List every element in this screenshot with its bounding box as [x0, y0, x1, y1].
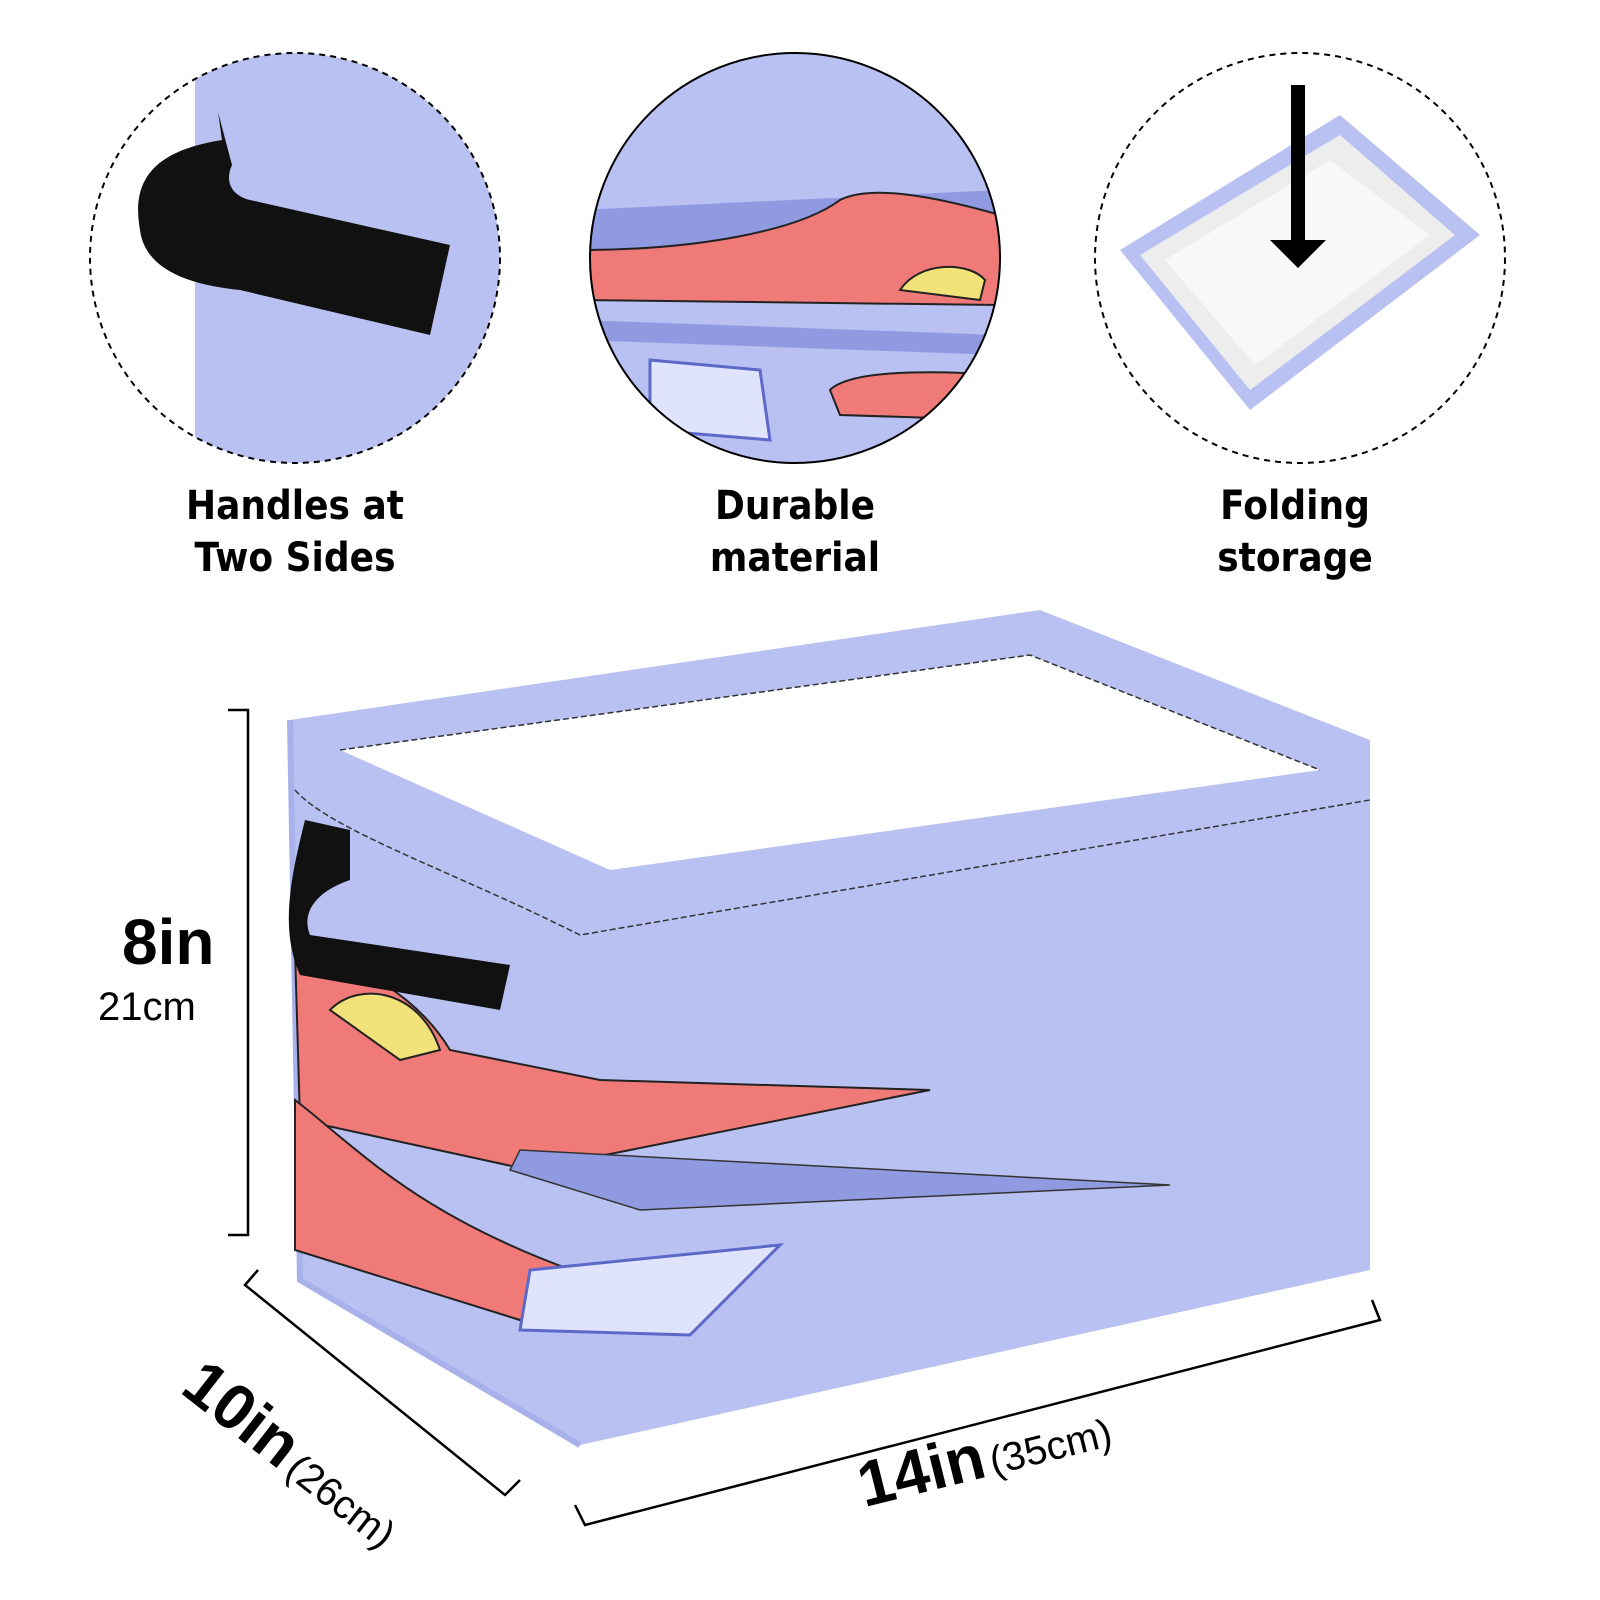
material-detail-circle	[589, 52, 1001, 464]
dimension-lines	[228, 708, 1382, 1527]
arrow-down-icon	[1291, 85, 1305, 245]
basket-image	[287, 610, 1371, 1448]
height-metric: 21cm	[98, 985, 196, 1029]
feature-material-caption: Durable material	[709, 483, 881, 581]
height-imperial: 8in	[122, 906, 215, 978]
handle-detail-circle	[89, 52, 501, 464]
feature-handles-caption: Handles at Two Sides	[185, 483, 405, 581]
handle	[288, 820, 510, 1010]
folding-detail-circle	[1094, 52, 1506, 464]
feature-folding-caption: Folding storage	[1217, 483, 1373, 581]
